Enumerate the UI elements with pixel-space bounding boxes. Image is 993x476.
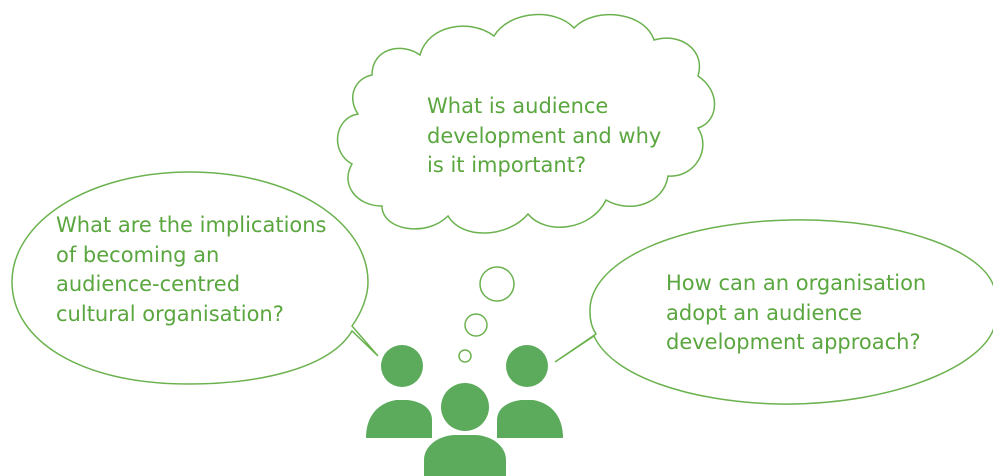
left-text-line: audience-centred	[56, 272, 241, 296]
right-text-line: How can an organisation	[666, 271, 927, 295]
cloud-bubble-text: What is audience development and why is …	[427, 92, 661, 181]
person-right-body-icon	[497, 400, 563, 438]
thought-circle-large	[479, 266, 515, 302]
person-left-body-icon	[366, 400, 432, 438]
people-group-icon	[366, 345, 563, 476]
right-text-line: adopt an audience	[666, 300, 863, 325]
cloud-text-line: What is audience	[427, 94, 609, 118]
person-right-head-icon	[506, 345, 548, 387]
cloud-text-line: is it important?	[427, 153, 587, 177]
left-text-line: What are the implications	[56, 213, 327, 237]
right-speech-bubble	[554, 219, 993, 405]
thought-circle-medium	[464, 313, 488, 337]
left-text-line: cultural organisation?	[56, 301, 284, 326]
person-center-body-icon	[424, 435, 506, 476]
person-center-head-icon	[441, 383, 489, 431]
left-speech-bubble	[11, 171, 379, 385]
cloud-text-line: development and why	[427, 123, 662, 148]
right-text-line: development approach?	[666, 330, 921, 354]
left-bubble-text: What are the implications of becoming an…	[56, 211, 327, 329]
thought-circle-small	[458, 349, 472, 363]
person-left-head-icon	[381, 345, 423, 387]
cloud-thought-bubble	[336, 13, 716, 234]
right-bubble-text: How can an organisation adopt an audienc…	[666, 269, 926, 358]
left-text-line: of becoming an	[56, 242, 220, 267]
